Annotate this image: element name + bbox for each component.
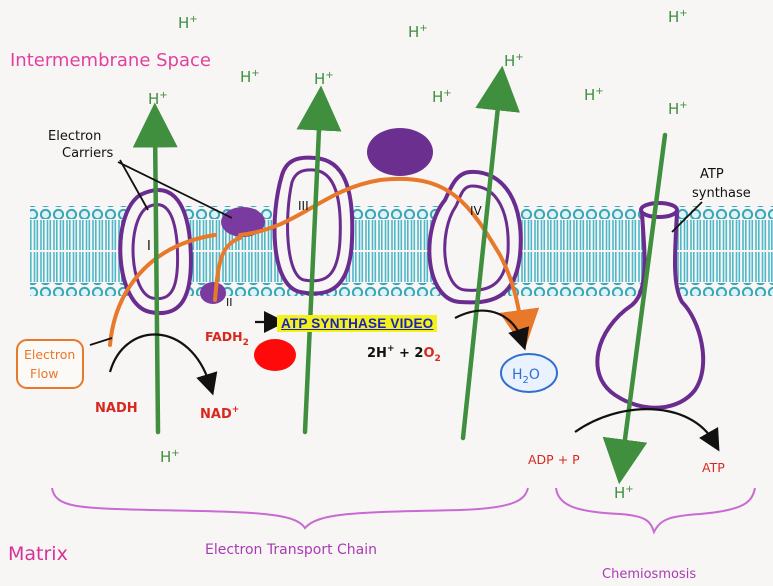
electron-flow-line-2: Flow — [30, 366, 59, 381]
water-o: O — [529, 367, 540, 383]
intermembrane-space-label: Intermembrane Space — [10, 50, 211, 71]
h-plus: H+ — [178, 14, 198, 32]
complex-2 — [200, 282, 226, 304]
oxygen-reaction-label: 2H+ + 2O2 — [367, 344, 441, 364]
electron-carrier-q — [221, 207, 265, 237]
h-plus: H+ — [148, 90, 168, 108]
water-bubble — [500, 353, 558, 393]
h-plus: H+ — [584, 86, 604, 104]
reaction-arrows — [108, 309, 720, 452]
reaction-2h: 2H — [367, 346, 387, 361]
water-h: H — [512, 367, 523, 383]
h-plus: H+ — [504, 52, 524, 70]
fadh-text: FADH — [205, 329, 243, 344]
nad-text: NAD — [200, 407, 232, 422]
h-plus: H+ — [408, 23, 428, 41]
water-label: H2O — [512, 367, 540, 386]
h-plus: H+ — [160, 448, 180, 466]
h-plus: H+ — [614, 484, 634, 502]
electron-carriers-label: Electron Carriers — [48, 129, 113, 161]
complex-2-label: II — [226, 296, 233, 309]
reaction-2h-sup: + — [387, 344, 395, 354]
cytochrome-c — [367, 128, 433, 176]
h-plus: H+ — [314, 70, 334, 88]
electron-flow-path — [108, 176, 540, 350]
reaction-o-sub: 2 — [435, 354, 441, 364]
atp-synthase-line-2: synthase — [692, 186, 751, 201]
fadh2-label: FADH2 — [205, 329, 249, 348]
atp-label: ATP — [702, 460, 725, 475]
proton-arrows — [132, 65, 668, 485]
nadh-label: NADH — [95, 401, 138, 416]
h-plus: H+ — [240, 68, 260, 86]
reaction-plus: + 2 — [394, 346, 423, 361]
h-plus: H+ — [668, 8, 688, 26]
electron-carriers-line-2: Carriers — [62, 146, 113, 161]
electron-flow-box — [16, 339, 84, 389]
fadh2-sub: 2 — [243, 338, 249, 348]
complex-1-label: I — [147, 239, 151, 254]
matrix-label: Matrix — [8, 543, 68, 565]
atp-synthase-video-link[interactable]: ATP SYNTHASE VIDEO — [277, 315, 438, 332]
electron-carriers-line-1: Electron — [48, 129, 101, 144]
proton-labels: H+ H+ H+ H+ H+ H+ H+ H+ H+ H+ H+ H+ — [148, 8, 688, 502]
atp-synthase-line-1: ATP — [700, 167, 724, 182]
oxygen-molecule — [254, 339, 296, 371]
chemiosmosis-label: Chemiosmosis — [602, 567, 696, 582]
water-sub: 2 — [523, 375, 529, 386]
nad-plus-sup: + — [232, 405, 240, 415]
nad-plus-label: NAD+ — [200, 405, 239, 422]
reaction-o: O — [423, 346, 434, 361]
etc-label: Electron Transport Chain — [205, 542, 377, 558]
h-plus: H+ — [432, 88, 452, 106]
h-plus: H+ — [668, 100, 688, 118]
complex-1 — [118, 188, 193, 316]
electron-flow-label: Electron Flow — [24, 347, 79, 381]
electron-flow-line-1: Electron — [24, 347, 75, 362]
complex-3-label: III — [298, 199, 309, 213]
brackets — [51, 487, 756, 535]
complex-4-label: IV — [470, 204, 483, 218]
atp-synthase — [595, 201, 706, 410]
complex-4 — [427, 169, 523, 305]
leader-lines — [89, 159, 703, 346]
atp-synthase-label: ATP synthase — [692, 167, 751, 201]
adp-p-label: ADP + P — [528, 452, 580, 467]
